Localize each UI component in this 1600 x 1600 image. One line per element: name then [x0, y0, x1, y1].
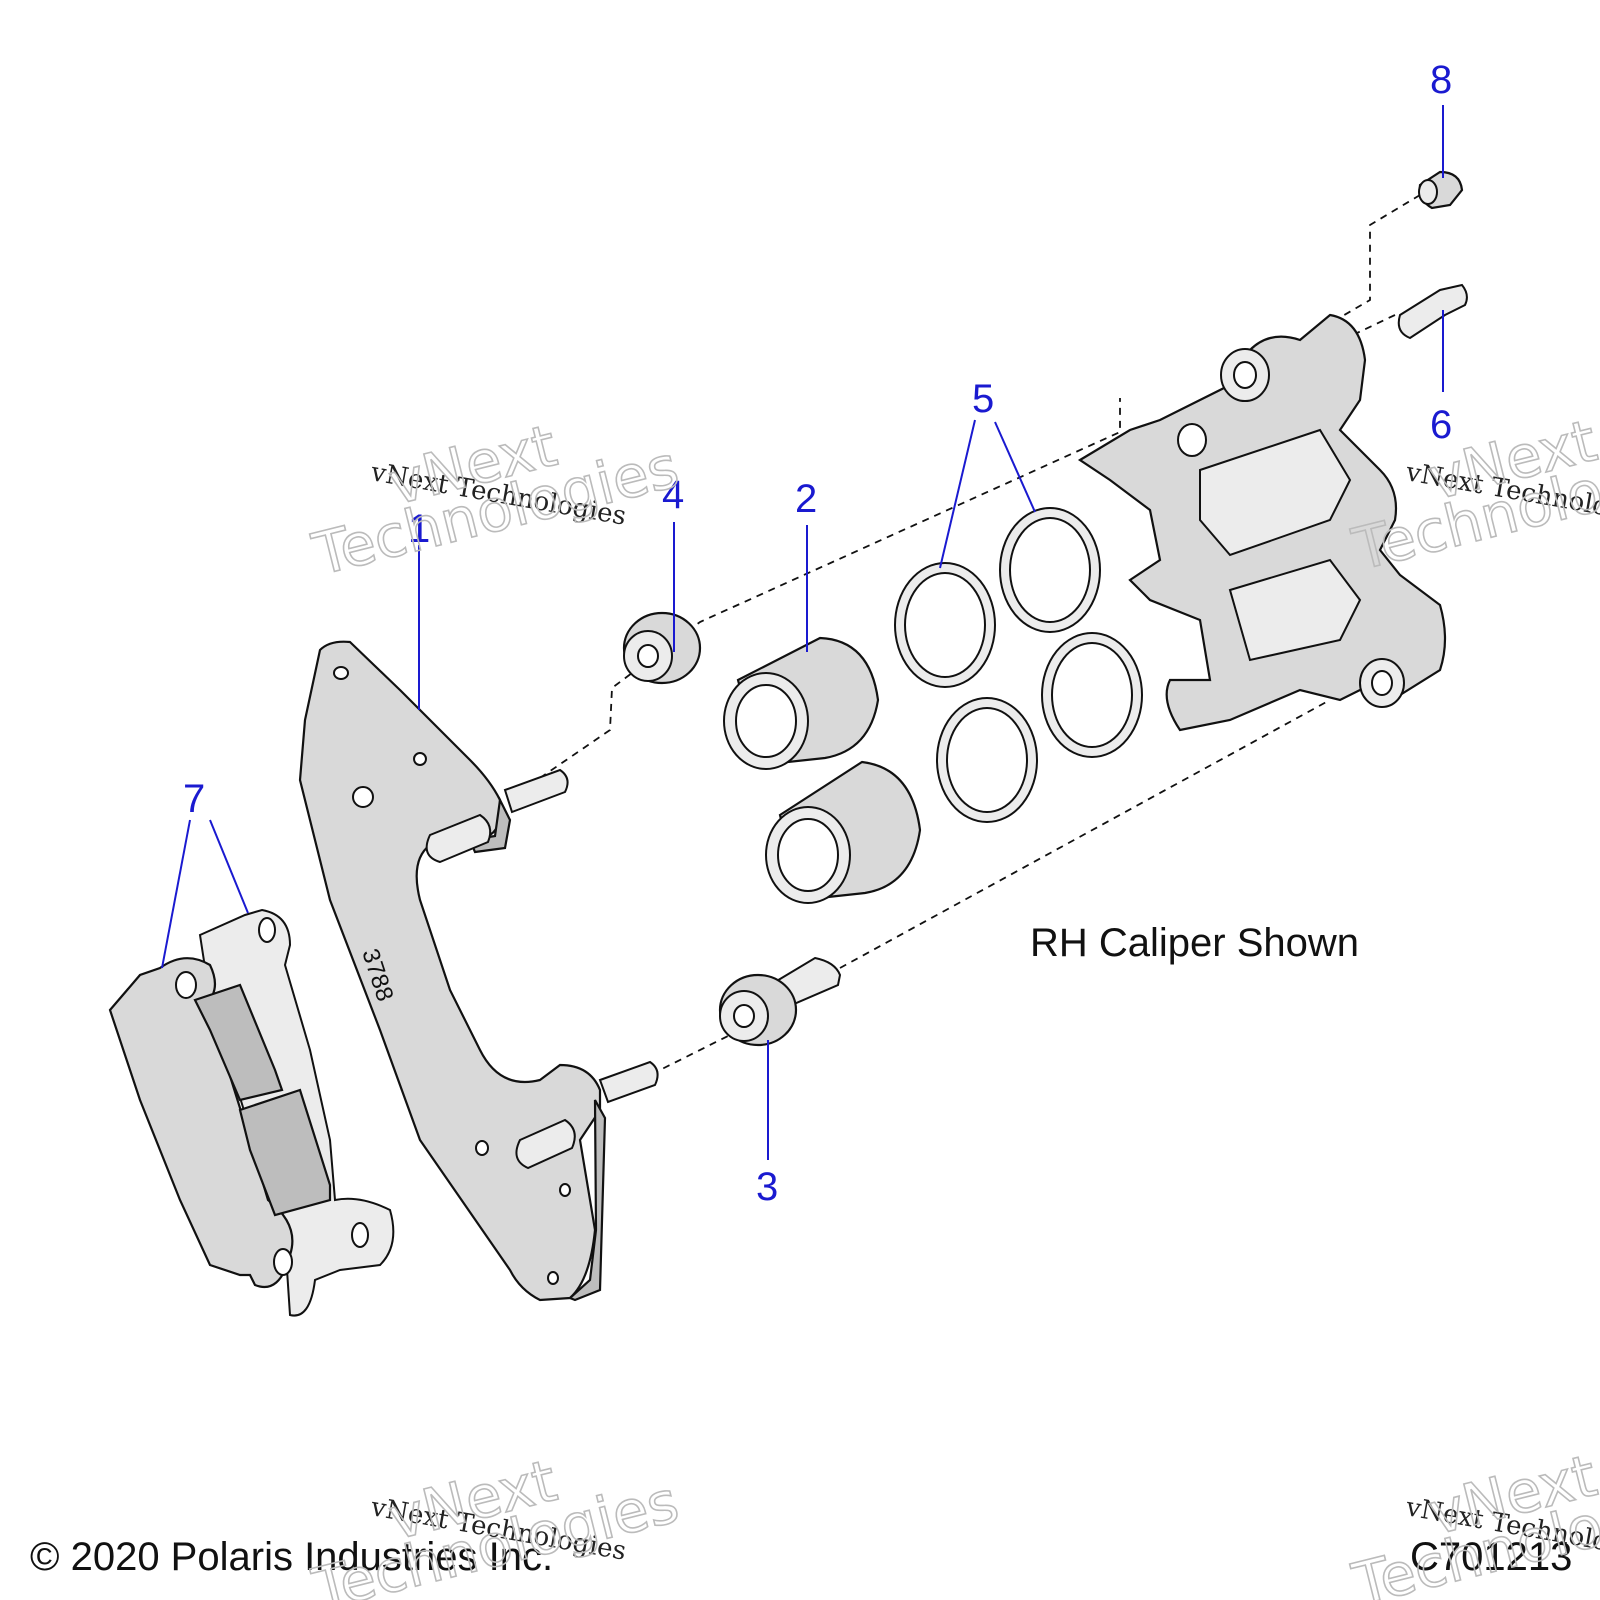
bracket-hole [559, 1183, 571, 1197]
pad-hole [258, 917, 276, 943]
bracket-pin-upper-rear [503, 768, 569, 814]
callout-6: 6 [1430, 403, 1452, 447]
seal-upper-left-inner [904, 572, 986, 678]
callout-5: 5 [972, 377, 994, 421]
bleeder-cap [1418, 170, 1464, 210]
bracket-pin-upper-front [425, 813, 492, 864]
bleeder-body [1397, 283, 1468, 340]
callout-2: 2 [795, 477, 817, 521]
caliper-mount-bore [1371, 670, 1393, 696]
leader-5a [939, 419, 976, 569]
bracket-pin-lower-front [515, 1118, 576, 1170]
callout-1: 1 [408, 507, 430, 551]
leader-7a [161, 819, 191, 969]
upper-pin-boot [622, 611, 702, 685]
piston-lower-bore [777, 818, 839, 892]
leader-5b [994, 421, 1036, 513]
caliper-boss-bore [1233, 361, 1257, 389]
bracket-pin-lower-rear [598, 1060, 659, 1104]
brake-pads [108, 908, 395, 1317]
caliper-bracket: 3788 [298, 640, 659, 1302]
caption-rh-caliper: RH Caliper Shown [1030, 921, 1359, 965]
caliper-housing [1077, 313, 1447, 732]
callout-8: 8 [1430, 58, 1452, 102]
callout-leaders [161, 105, 1444, 1160]
callout-numbers: 1 2 3 4 5 6 7 8 [183, 58, 1452, 1209]
boot-bore [637, 644, 659, 668]
piston-upper-bore [735, 684, 797, 758]
seal-upper-right-inner [1009, 517, 1091, 623]
bracket-edge [567, 1099, 607, 1302]
piston-seals [894, 507, 1143, 823]
seal-lower-left-inner [946, 707, 1028, 813]
watermark-bottom-left-big: vNext Technologies [305, 1446, 686, 1600]
pad-friction-block-upper [193, 983, 284, 1102]
callout-3: 3 [756, 1165, 778, 1209]
watermark-top-left-big: vNext Technologies [305, 411, 686, 590]
pad-hole [175, 971, 197, 999]
caliper-port [1177, 423, 1207, 457]
leader-7b [209, 819, 249, 914]
guide-line-bolt [839, 699, 1331, 969]
cap-face [1418, 179, 1438, 205]
caliper-highlight [1199, 428, 1352, 557]
brake-pad-front [108, 957, 294, 1288]
copyright-text: © 2020 Polaris Industries Inc. [30, 1535, 553, 1579]
lower-boot-bore [733, 1004, 755, 1028]
callout-7: 7 [183, 777, 205, 821]
caliper-highlight [1228, 558, 1362, 662]
pad-hole [351, 1222, 369, 1248]
bracket-hole [475, 1140, 489, 1156]
lower-pin-with-boot [718, 956, 842, 1047]
pad-hole [273, 1248, 293, 1276]
bracket-hole [413, 752, 427, 766]
bracket-hole [333, 666, 349, 680]
bracket-hole [352, 786, 374, 808]
pad-friction-block-lower [238, 1088, 332, 1217]
bracket-hole [547, 1271, 559, 1285]
seal-lower-right-inner [1051, 642, 1133, 748]
callout-4: 4 [662, 473, 684, 517]
figure-code: C701213 [1410, 1535, 1572, 1579]
guide-line-cap [1249, 194, 1421, 371]
pistons [723, 636, 922, 904]
bracket-plate [298, 640, 602, 1302]
bleeder-screw [1397, 283, 1468, 340]
guide-line-upper [539, 398, 1121, 779]
